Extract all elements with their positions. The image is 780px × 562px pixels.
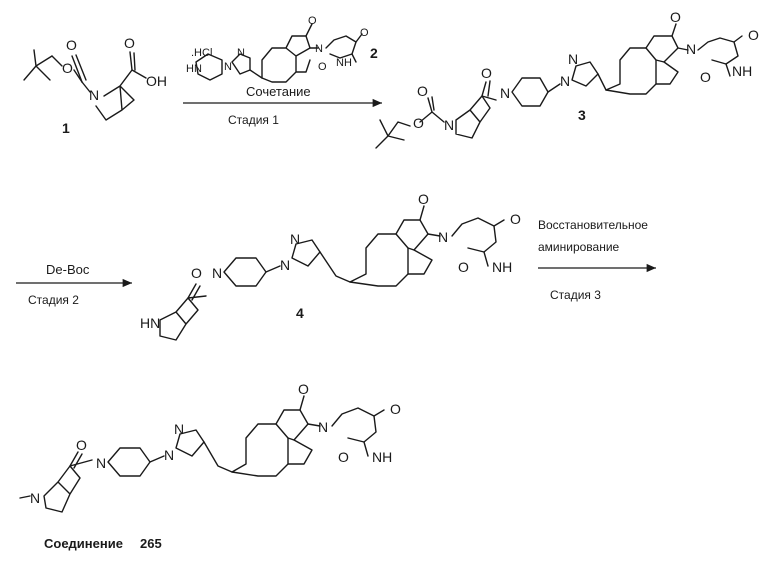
atom-N: N	[444, 117, 454, 133]
compound-265-structure	[20, 396, 384, 512]
atom-N: N	[280, 257, 290, 273]
atom-NH: NH	[336, 57, 352, 69]
atom-N: N	[290, 231, 300, 247]
step3-reagent-line1: Восстановительное	[538, 218, 648, 232]
atom-O: O	[417, 83, 428, 99]
atom-O: O	[700, 69, 711, 85]
compound-1-structure	[24, 50, 146, 120]
atom-O: O	[390, 401, 401, 417]
compound-265-label: Соединение	[44, 536, 123, 551]
atom-O: O	[458, 259, 469, 275]
step2-stage: Стадия 2	[28, 293, 79, 307]
atom-O: O	[481, 65, 492, 81]
atom-O: O	[76, 437, 87, 453]
atom-N: N	[315, 43, 323, 55]
step3-reagent-line2: аминирование	[538, 240, 620, 254]
atom-HN: HN	[186, 63, 202, 75]
atom-O: O	[418, 191, 429, 207]
atom-O: O	[191, 265, 202, 281]
atom-O: O	[413, 115, 424, 131]
step3-stage: Стадия 3	[550, 288, 601, 302]
atom-N: N	[212, 265, 222, 281]
atom-N: N	[224, 61, 232, 73]
atom-O: O	[338, 449, 349, 465]
atom-O: O	[318, 61, 327, 73]
compound-2-structure	[196, 24, 362, 82]
atom-N: N	[438, 229, 448, 245]
atom-N: N	[686, 41, 696, 57]
atom-HN: HN	[140, 315, 160, 331]
compound-265-number: 265	[140, 536, 162, 551]
atom-O: O	[748, 27, 759, 43]
atom-NH: NH	[732, 63, 752, 79]
atom-N: N	[318, 419, 328, 435]
atom-N: N	[89, 87, 99, 103]
atom-N: N	[30, 490, 40, 506]
compound-3-number: 3	[578, 107, 586, 123]
atom-NH: NH	[372, 449, 392, 465]
atom-O: O	[360, 27, 369, 39]
atom-N: N	[164, 447, 174, 463]
step2-reagent: De-Boc	[46, 262, 90, 277]
step1-reagent: Сочетание	[246, 84, 311, 99]
atom-O: O	[66, 37, 77, 53]
atom-O: O	[298, 381, 309, 397]
atom-N: N	[568, 51, 578, 67]
atom-O: O	[510, 211, 521, 227]
compound-2-number: 2	[370, 45, 378, 61]
atom-N: N	[237, 47, 245, 59]
atom-O: O	[670, 9, 681, 25]
atom-N: N	[174, 421, 184, 437]
atom-OH: OH	[146, 73, 167, 89]
atom-O: O	[308, 15, 317, 27]
atom-NH: NH	[492, 259, 512, 275]
atom-N: N	[96, 455, 106, 471]
step1-stage: Стадия 1	[228, 113, 279, 127]
compound-4-number: 4	[296, 305, 304, 321]
compound-2-salt: .HCl	[191, 47, 212, 59]
atom-N: N	[560, 73, 570, 89]
atom-O: O	[62, 60, 73, 76]
atom-O: O	[124, 35, 135, 51]
compound-1-number: 1	[62, 120, 70, 136]
atom-N: N	[500, 85, 510, 101]
